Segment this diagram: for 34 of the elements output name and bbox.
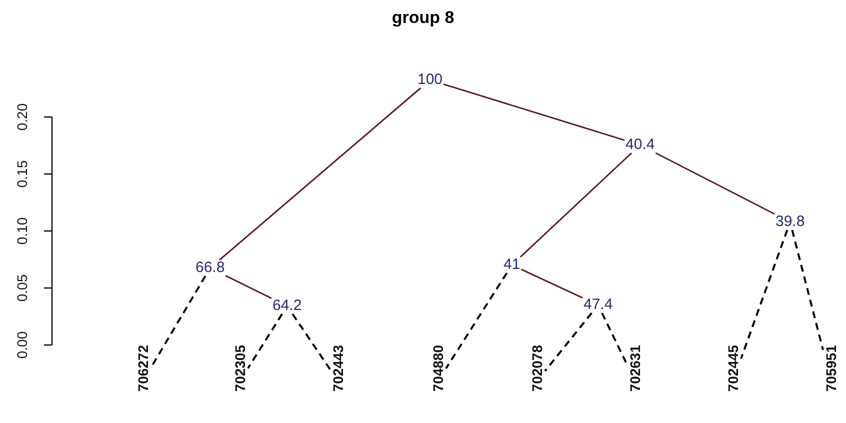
bootstrap-value: 100	[416, 72, 444, 88]
bootstrap-value: 40.4	[624, 137, 656, 153]
dashed-branch	[544, 312, 592, 372]
dashed-branch	[791, 230, 824, 350]
tree-branch	[520, 152, 632, 258]
chart-title: group 8	[390, 8, 456, 28]
leaf-label: 702631	[627, 345, 643, 417]
axis-tick-label: 0.20	[14, 102, 30, 133]
tree-branch	[520, 268, 583, 298]
bootstrap-value: 41	[502, 257, 522, 273]
dashed-branch	[601, 312, 628, 365]
leaf-label: 704880	[430, 345, 446, 417]
leaf-label: 702445	[725, 345, 741, 417]
tree-branch	[655, 152, 775, 215]
leaf-label: 706272	[135, 345, 151, 417]
axis-tick-label: 0.10	[14, 216, 30, 247]
dashed-branch	[247, 313, 283, 369]
tree-branch	[218, 87, 422, 261]
bootstrap-value: 47.4	[582, 297, 614, 313]
bootstrap-value: 39.8	[774, 214, 806, 230]
tree-branch	[443, 83, 625, 141]
bootstrap-value: 66.8	[194, 260, 226, 276]
dashed-branch	[292, 313, 331, 370]
leaf-label: 702443	[330, 345, 346, 417]
axis-tick-label: 0.15	[14, 159, 30, 190]
leaf-label: 705951	[823, 345, 839, 417]
leaf-label: 702078	[529, 345, 545, 417]
axis-tick-label: 0.00	[14, 330, 30, 361]
tree-branch	[225, 275, 272, 299]
axis-tick-label: 0.05	[14, 273, 30, 304]
leaf-label: 702305	[232, 345, 248, 417]
dashed-branch	[740, 230, 788, 360]
dashed-branch	[445, 272, 508, 369]
bootstrap-value: 64.2	[272, 298, 303, 314]
